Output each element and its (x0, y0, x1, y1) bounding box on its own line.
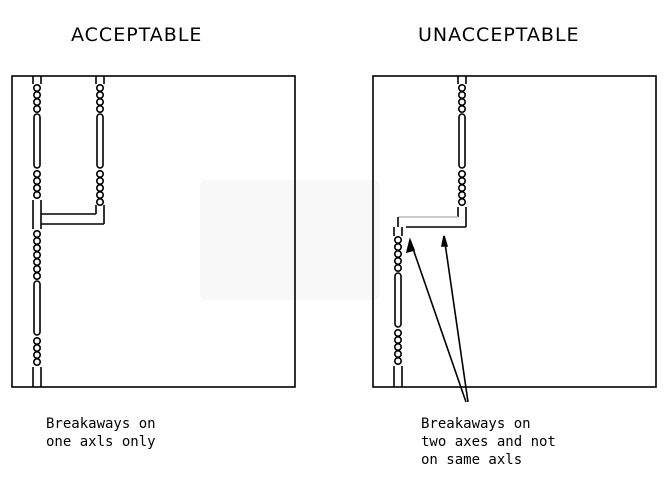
acceptable-channel-1 (32, 76, 42, 387)
leader-arrow-1 (405, 237, 416, 254)
unacceptable-horizontal-slot (397, 216, 466, 228)
unacceptable-channel-upper (457, 76, 467, 227)
acceptable-channel-2 (95, 76, 105, 207)
leader-arrow-2 (441, 235, 449, 247)
acceptable-caption: Breakaways on one axls only (46, 415, 156, 451)
acceptable-title: ACCEPTABLE (71, 24, 203, 46)
unacceptable-caption-line-3: on same axls (421, 452, 523, 468)
unacceptable-panel (372, 75, 657, 403)
unacceptable-leader-lines (405, 235, 469, 403)
watermark (200, 180, 380, 300)
acceptable-horizontal-slot (41, 205, 105, 225)
unacceptable-caption-line-2: two axes and not (421, 434, 556, 450)
acceptable-panel (11, 75, 296, 388)
unacceptable-title: UNACCEPTABLE (418, 24, 580, 46)
unacceptable-channel-lower (393, 227, 403, 387)
acceptable-caption-line-2: one axls only (46, 434, 156, 450)
unacceptable-caption-line-1: Breakaways on (421, 416, 531, 432)
acceptable-board-outline (11, 75, 296, 388)
unacceptable-board-outline (372, 75, 657, 388)
acceptable-caption-line-1: Breakaways on (46, 416, 156, 432)
unacceptable-caption: Breakaways on two axes and not on same a… (421, 415, 556, 469)
